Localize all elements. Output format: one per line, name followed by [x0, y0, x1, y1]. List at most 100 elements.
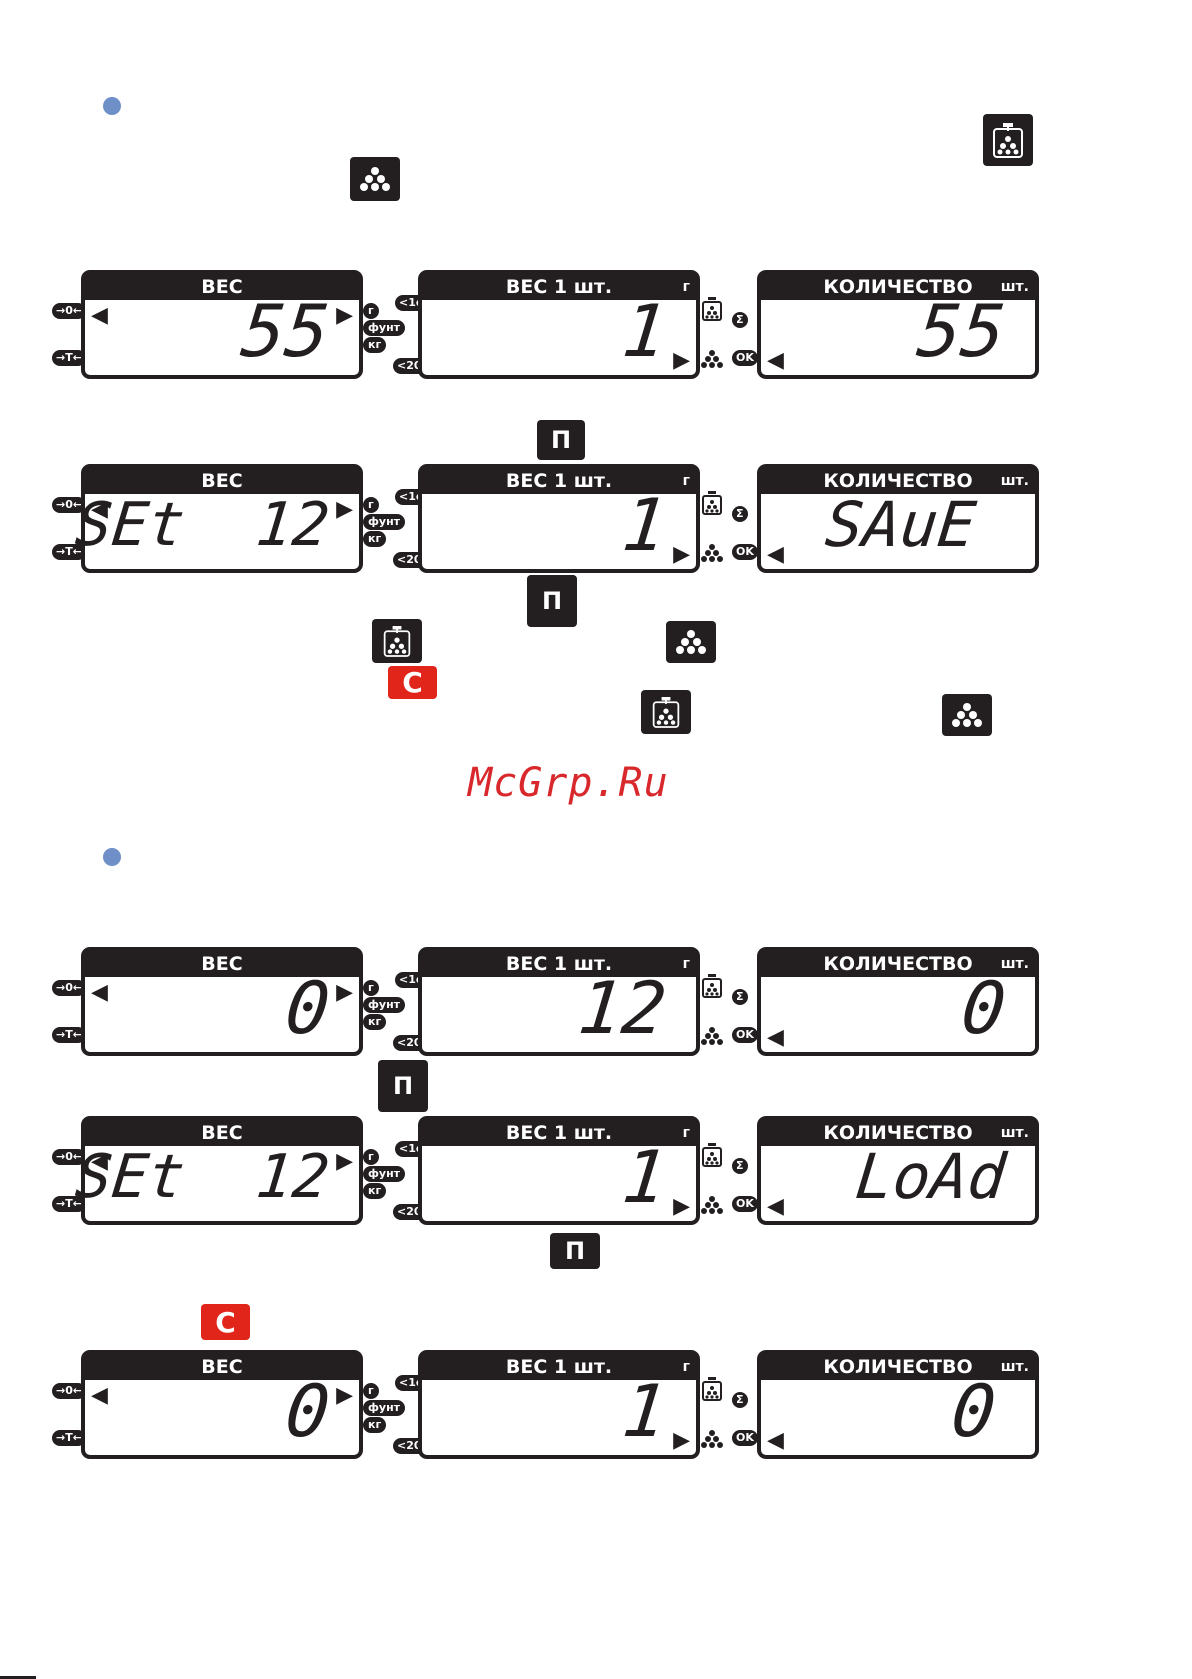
unit-weight-key-icon[interactable]: [983, 114, 1033, 166]
c-key[interactable]: C: [201, 1304, 250, 1340]
weight-title: ВЕС: [85, 274, 359, 300]
unit-weight-icon: [701, 490, 723, 516]
count-value: 55: [913, 289, 1010, 373]
weight-title: ВЕС: [85, 468, 359, 494]
unit-kg-label: кг: [363, 1014, 387, 1030]
unit-weight-title: ВЕС 1 шт.г: [422, 1354, 696, 1380]
bullet-dot: [103, 97, 121, 115]
left-arrow-icon: ◀: [91, 979, 108, 1004]
unit-kg-label: кг: [363, 1417, 387, 1433]
right-arrow-icon: ▶: [673, 541, 690, 566]
unit-weight-display: ВЕС 1 шт.г ▶ 1: [418, 1350, 700, 1459]
ok-label: OK: [732, 1196, 758, 1212]
count-icon: [701, 1196, 723, 1214]
right-arrow-icon: ▶: [336, 302, 353, 327]
p-key[interactable]: П: [527, 575, 577, 627]
count-key-icon[interactable]: [350, 157, 400, 201]
count-icon: [701, 1430, 723, 1448]
weight-display: ВЕС ◀ ▶ 0: [81, 947, 363, 1056]
left-arrow-icon: ◀: [767, 347, 784, 372]
watermark: McGrp.Ru: [468, 760, 669, 806]
tare-label: →T←: [52, 1430, 86, 1446]
unit-weight-value: 1: [618, 1369, 671, 1453]
zero-label: →0←: [52, 497, 87, 513]
bullet-dot: [103, 848, 121, 866]
sigma-label: Σ: [732, 312, 748, 328]
unit-lb-label: фунт: [363, 997, 406, 1013]
unit-weight-icon: [701, 1142, 723, 1168]
count-key-icon[interactable]: [942, 694, 992, 736]
unit-weight-key-icon[interactable]: [641, 690, 691, 734]
ok-label: OK: [732, 350, 758, 366]
sigma-label: Σ: [732, 989, 748, 1005]
left-arrow-icon: ◀: [91, 1382, 108, 1407]
weight-display: ВЕС ◀ ▶ 55: [81, 270, 363, 379]
p-key[interactable]: П: [537, 420, 585, 460]
count-icon: [701, 350, 723, 368]
ok-label: OK: [732, 1027, 758, 1043]
unit-weight-value: 1: [618, 1135, 671, 1219]
unit-weight-display: ВЕС 1 шт.г ▶ 1: [418, 1116, 700, 1225]
left-arrow-icon: ◀: [767, 1193, 784, 1218]
weight-title: ВЕС: [85, 1120, 359, 1146]
tare-label: →T←: [52, 544, 86, 560]
left-arrow-icon: ◀: [767, 1427, 784, 1452]
right-arrow-icon: ▶: [673, 1427, 690, 1452]
left-arrow-icon: ◀: [91, 1148, 108, 1173]
tare-label: →T←: [52, 1027, 86, 1043]
weight-value: 0: [281, 1369, 334, 1453]
unit-weight-display: ВЕС 1 шт.г ▶ 1: [418, 270, 700, 379]
weight-title: ВЕС: [85, 1354, 359, 1380]
count-key-icon[interactable]: [666, 621, 716, 663]
right-arrow-icon: ▶: [336, 1148, 353, 1173]
left-arrow-icon: ◀: [767, 541, 784, 566]
unit-weight-value: 1: [618, 289, 671, 373]
unit-weight-key-icon[interactable]: [372, 619, 422, 663]
left-arrow-icon: ◀: [767, 1024, 784, 1049]
weight-display: ВЕС ◀ ▶ 0: [81, 1350, 363, 1459]
unit-lb-label: фунт: [363, 320, 406, 336]
unit-kg-label: кг: [363, 1183, 387, 1199]
right-arrow-icon: ▶: [336, 496, 353, 521]
unit-g-label: г: [363, 1383, 379, 1399]
tare-label: →T←: [52, 350, 86, 366]
unit-weight-value: 12: [574, 966, 671, 1050]
c-key[interactable]: C: [388, 666, 437, 699]
unit-weight-icon: [701, 1376, 723, 1402]
unit-weight-icon: [701, 973, 723, 999]
unit-weight-display: ВЕС 1 шт.г ▶ 1: [418, 464, 700, 573]
ok-label: OK: [732, 1430, 758, 1446]
right-arrow-icon: ▶: [673, 347, 690, 372]
count-value: 0: [957, 966, 1010, 1050]
zero-label: →0←: [52, 980, 87, 996]
weight-value: 55: [237, 289, 334, 373]
sigma-label: Σ: [732, 1158, 748, 1174]
p-key[interactable]: П: [550, 1233, 600, 1269]
tare-label: →T←: [52, 1196, 86, 1212]
zero-label: →0←: [52, 1149, 87, 1165]
unit-lb-label: фунт: [363, 514, 406, 530]
sigma-label: Σ: [732, 506, 748, 522]
weight-value: 0: [281, 966, 334, 1050]
left-arrow-icon: ◀: [91, 302, 108, 327]
unit-weight-title: ВЕС 1 шт.г: [422, 1120, 696, 1146]
count-value: LoAd: [851, 1140, 1009, 1213]
unit-lb-label: фунт: [363, 1400, 406, 1416]
unit-g-label: г: [363, 497, 379, 513]
left-arrow-icon: ◀: [91, 496, 108, 521]
unit-g-label: г: [363, 1149, 379, 1165]
unit-weight-display: ВЕС 1 шт.г 12: [418, 947, 700, 1056]
right-arrow-icon: ▶: [673, 1193, 690, 1218]
unit-weight-title: ВЕС 1 шт.г: [422, 951, 696, 977]
right-arrow-icon: ▶: [336, 1382, 353, 1407]
count-icon: [701, 1027, 723, 1045]
p-key[interactable]: П: [378, 1060, 428, 1112]
